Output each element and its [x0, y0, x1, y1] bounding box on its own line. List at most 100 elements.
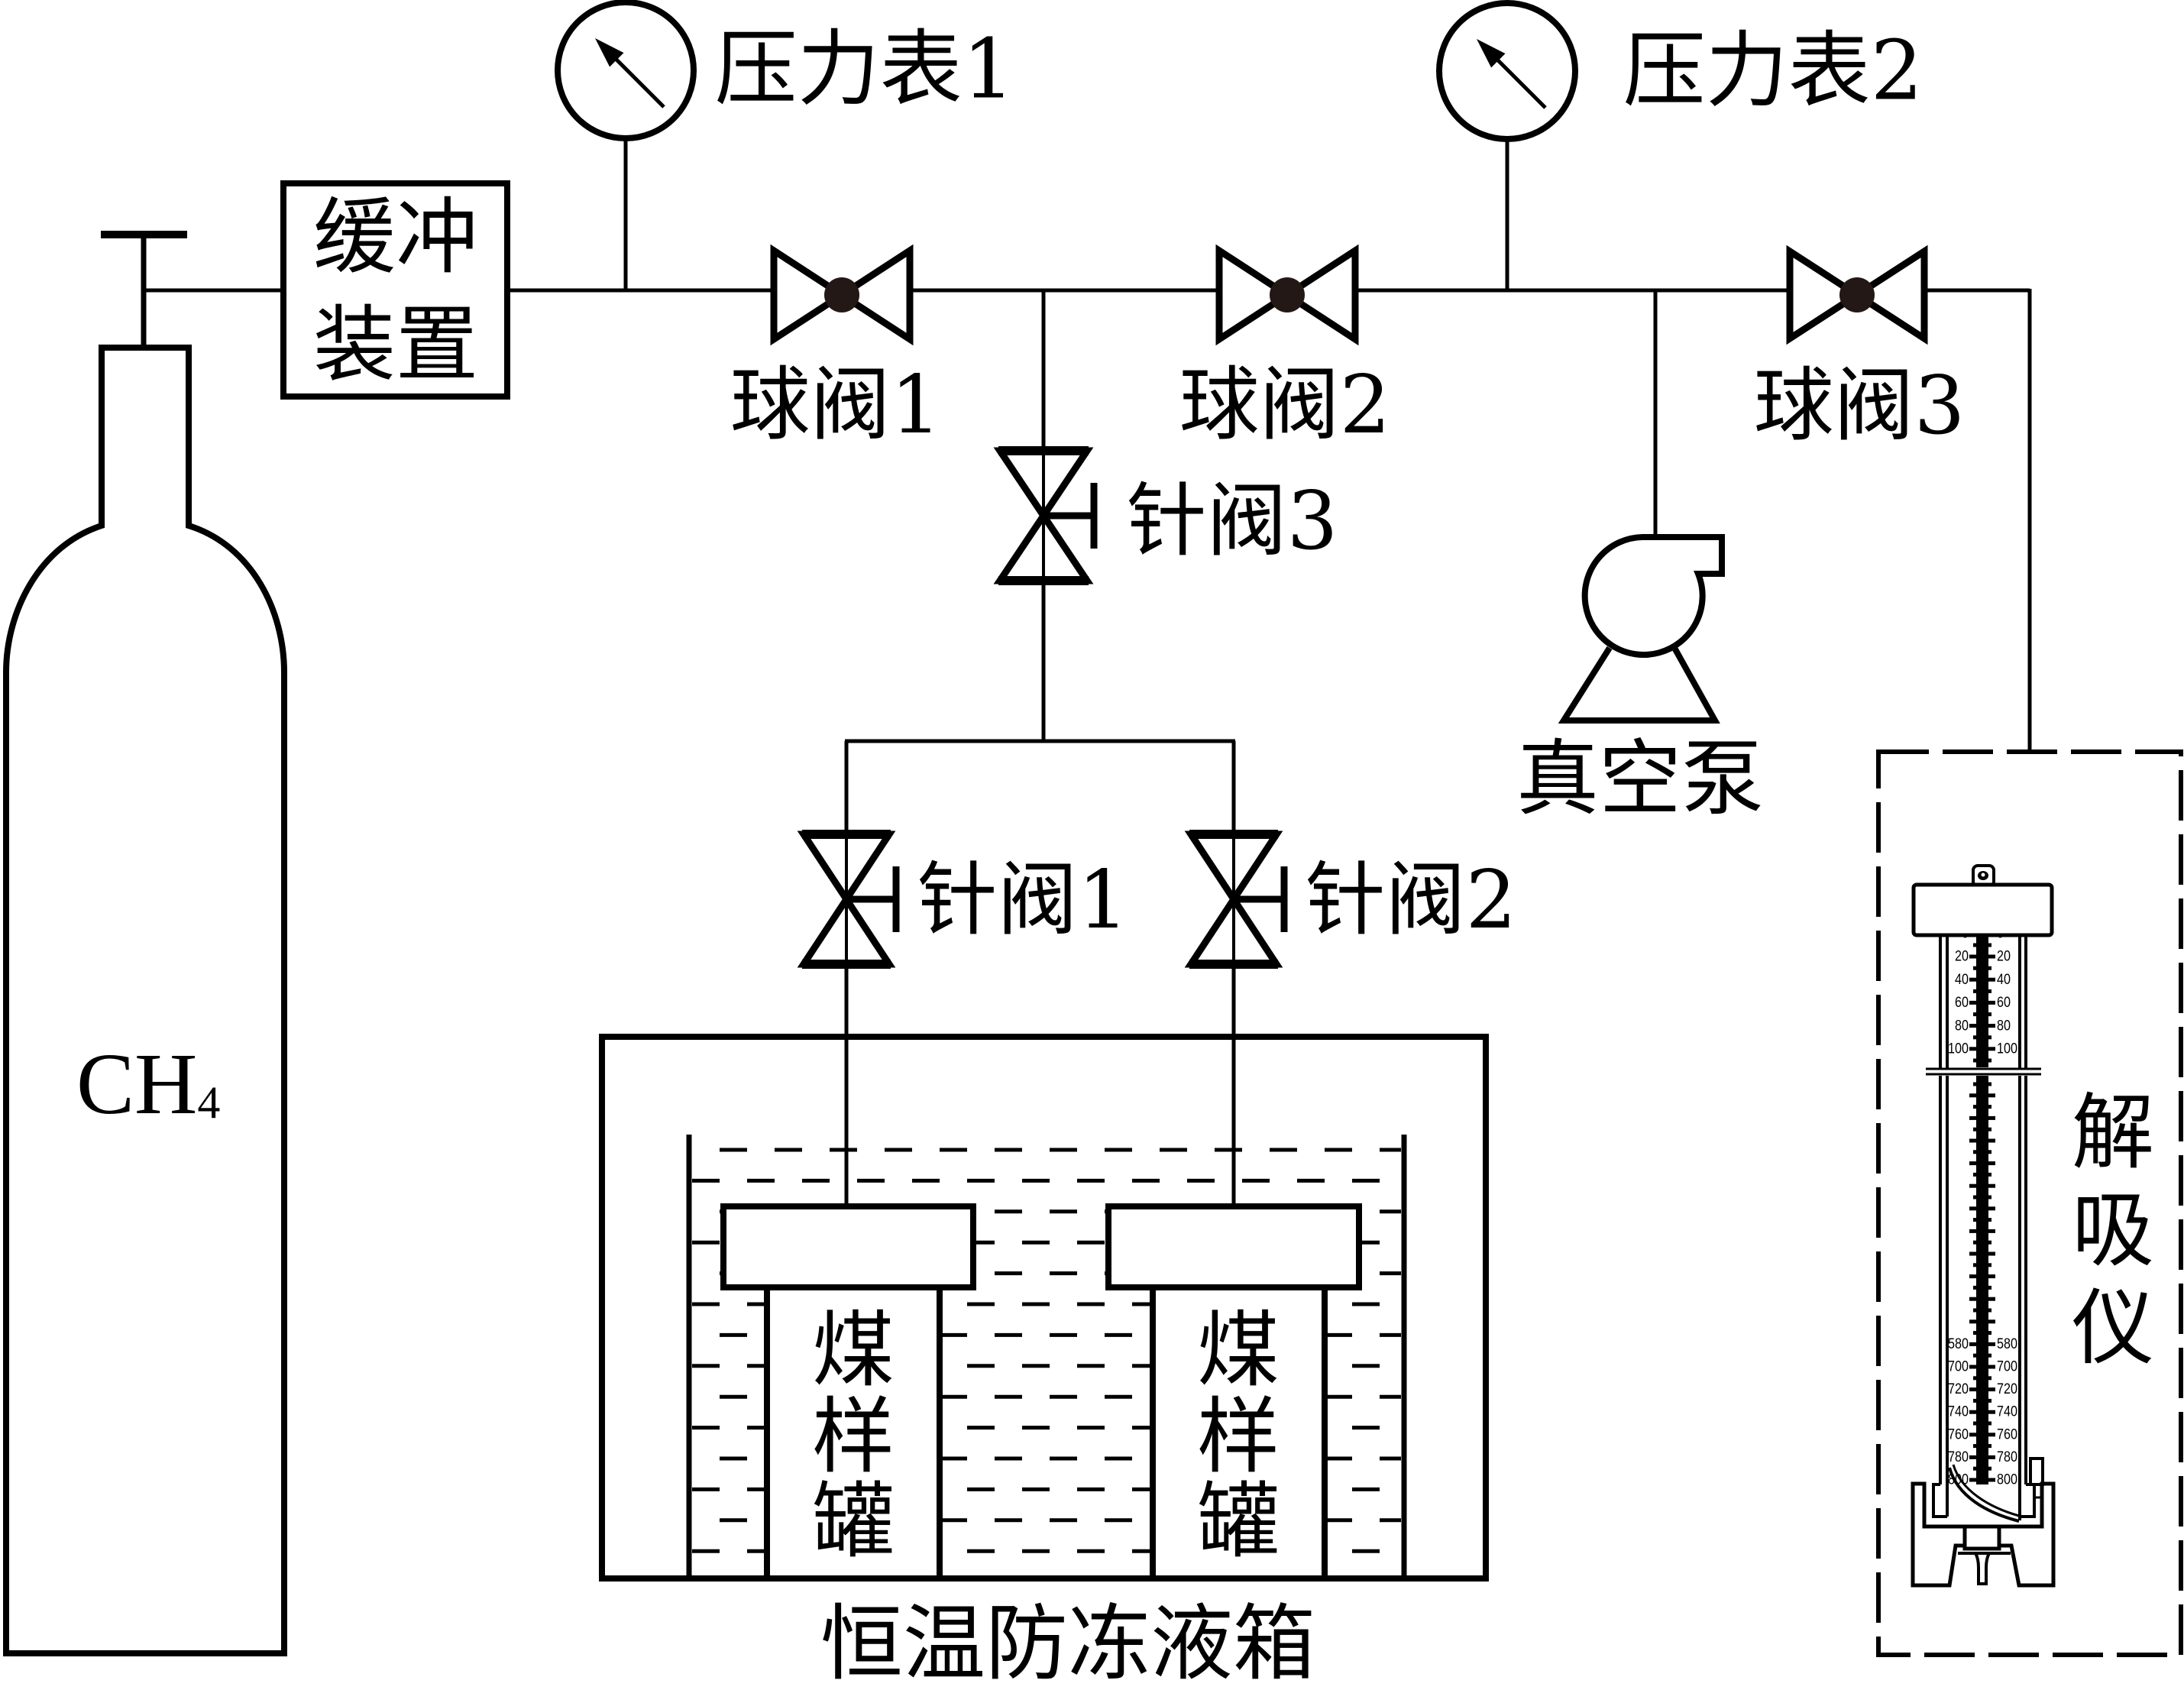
- scale-bar-lower: [1976, 1076, 1988, 1484]
- needle-valve-icon: [1184, 830, 1288, 969]
- scale-minor-tick: [1973, 1058, 1991, 1063]
- scale-ticks: [1969, 943, 1995, 1482]
- sample-tank-1: 煤 样 罐: [720, 1203, 976, 1582]
- bath-label: 恒温防冻液箱: [820, 1597, 1315, 1690]
- needle-valve-1: 针阀1: [797, 830, 1128, 969]
- scale-minor-tick: [1973, 1172, 1991, 1177]
- sample-tank-2-label-char: 煤: [1197, 1303, 1280, 1399]
- scale-minor-tick: [1973, 1082, 1991, 1086]
- desorption-instrument-label-char: 仪: [2072, 1281, 2154, 1377]
- gas-cylinder-icon: CH4: [2, 231, 287, 1656]
- ball-valve-2-label: 球阀2: [1179, 358, 1391, 452]
- scale-minor-tick: [1973, 1218, 1991, 1222]
- scale-label-left: 80: [1955, 1018, 1969, 1034]
- ball-valve-icon: [770, 244, 914, 346]
- needle-valve-2: 针阀2: [1184, 830, 1516, 969]
- scale-label-right: 80: [1997, 1018, 2011, 1034]
- gauge-needle-arrowhead: [1477, 39, 1506, 68]
- tube-cap: [1911, 882, 2054, 937]
- vacuum-pump-stand: [1558, 646, 1720, 724]
- scale-major-tick: [1969, 1274, 1995, 1279]
- scale-minor-tick: [1973, 1012, 1991, 1017]
- cylinder-gas-label: CH4: [76, 1035, 220, 1132]
- scale-minor-tick: [1973, 966, 1991, 970]
- pressure-gauge-1-label: 压力表1: [715, 22, 1015, 118]
- scale-major-tick: [1969, 954, 1995, 959]
- needle-valve-icon: [797, 830, 900, 969]
- scale-minor-tick: [1973, 1331, 1991, 1335]
- scale-major-tick: [1969, 1410, 1995, 1414]
- tube-holder-left: [1932, 1483, 1947, 1518]
- scale-major-tick: [1969, 1024, 1995, 1028]
- tube-clip: [2029, 1457, 2044, 1486]
- scale-label-left: 740: [1948, 1404, 1969, 1420]
- scale-minor-tick: [1973, 1398, 1991, 1403]
- scale-label-right: 100: [1997, 1041, 2017, 1057]
- sample-tank-1-body: [764, 1284, 943, 1582]
- valve-left-wedge: [1786, 244, 1864, 345]
- tube-inner-hose: [1952, 1464, 2020, 1517]
- scale-minor-tick: [1973, 989, 1991, 993]
- scale-major-tick: [1969, 1478, 1995, 1482]
- sample-tank-1-label-char: 煤: [812, 1303, 895, 1399]
- scale-major-tick: [1969, 1297, 1995, 1301]
- scale-label-right: 760: [1997, 1426, 2017, 1442]
- ball-valve-icon: [1786, 244, 1928, 345]
- valve-right-wedge: [1280, 244, 1359, 346]
- needle-valve-3-label: 针阀3: [1127, 474, 1338, 568]
- scale-label-right: 20: [1997, 949, 2011, 965]
- formula-main: CH: [76, 1035, 197, 1132]
- tube-base-foot-stem: [1974, 1552, 1991, 1585]
- gauge-needle: [1495, 57, 1547, 109]
- scale-major-tick: [1969, 1251, 1995, 1256]
- sample-tank-2-label-char: 罐: [1197, 1475, 1280, 1570]
- tube-hanger-hole: [1981, 873, 1985, 877]
- valve-left-wedge: [770, 244, 849, 346]
- desorption-instrument: 解 吸 仪 0020204040606080801001005805807007…: [1876, 749, 2183, 1657]
- desorption-instrument-boundary: [1876, 749, 2183, 1657]
- tube-holder-right: [2020, 1483, 2036, 1518]
- scale-minor-tick: [1973, 1308, 1991, 1313]
- vacuum-pump-label: 真空泵: [1516, 732, 1764, 827]
- pressure-gauge-2: 压力表2: [1436, 0, 1924, 142]
- scale-label-right: 580: [1997, 1336, 2017, 1352]
- tube-base-neck: [1962, 1524, 2001, 1551]
- scale-label-left: 700: [1948, 1359, 1969, 1375]
- scale-major-tick: [1969, 1455, 1995, 1459]
- vacuum-pump-icon: [1581, 534, 1725, 658]
- scale-minor-tick: [1973, 943, 1991, 947]
- scale-label-right: 800: [1997, 1472, 2017, 1488]
- vacuum-pump: 真空泵: [1516, 534, 1764, 827]
- valve-ball: [1839, 277, 1875, 312]
- scale-major-tick: [1969, 977, 1995, 982]
- buffer-device-label-line2: 装置: [313, 298, 478, 393]
- pressure-gauge-2-label: 压力表2: [1623, 24, 1924, 119]
- buffer-device-box: [280, 180, 510, 400]
- pipeline: [144, 138, 2032, 1206]
- scale-label-left: 760: [1948, 1426, 1969, 1442]
- ball-valve-3: 球阀3: [1754, 244, 1965, 452]
- needle-valve-3: 针阀3: [993, 446, 1338, 585]
- scale-minor-tick: [1973, 1150, 1991, 1154]
- valve-right-wedge: [835, 244, 914, 346]
- cylinder-body: [2, 345, 287, 1656]
- scale-minor-tick: [1973, 1421, 1991, 1426]
- sample-tank-2-label-char: 样: [1197, 1390, 1280, 1485]
- scale-label-left: 40: [1955, 972, 1969, 988]
- thermostatic-antifreeze-bath: 煤 样 罐 煤 样 罐 恒温防冻液箱: [599, 1034, 1489, 1690]
- sample-tank-1-label-char: 样: [812, 1390, 895, 1485]
- scale-label-left: 100: [1948, 1041, 1969, 1057]
- scale-major-tick: [1969, 1161, 1995, 1166]
- scale-label-left: 20: [1955, 949, 1969, 965]
- scale-minor-tick: [1973, 1444, 1991, 1449]
- valve-ball: [824, 277, 859, 312]
- tube-base: [1911, 1481, 2056, 1588]
- sample-tank-2-body: [1150, 1284, 1328, 1582]
- scale-minor-tick: [1973, 1466, 1991, 1471]
- scale-label-right: 700: [1997, 1359, 2017, 1375]
- sample-tank-1-label-char: 罐: [812, 1475, 895, 1570]
- scale-minor-tick: [1973, 1035, 1991, 1040]
- scale-major-tick: [1969, 1000, 1995, 1005]
- ball-valve-1: 球阀1: [730, 244, 941, 452]
- bath-outer-box: [599, 1034, 1489, 1582]
